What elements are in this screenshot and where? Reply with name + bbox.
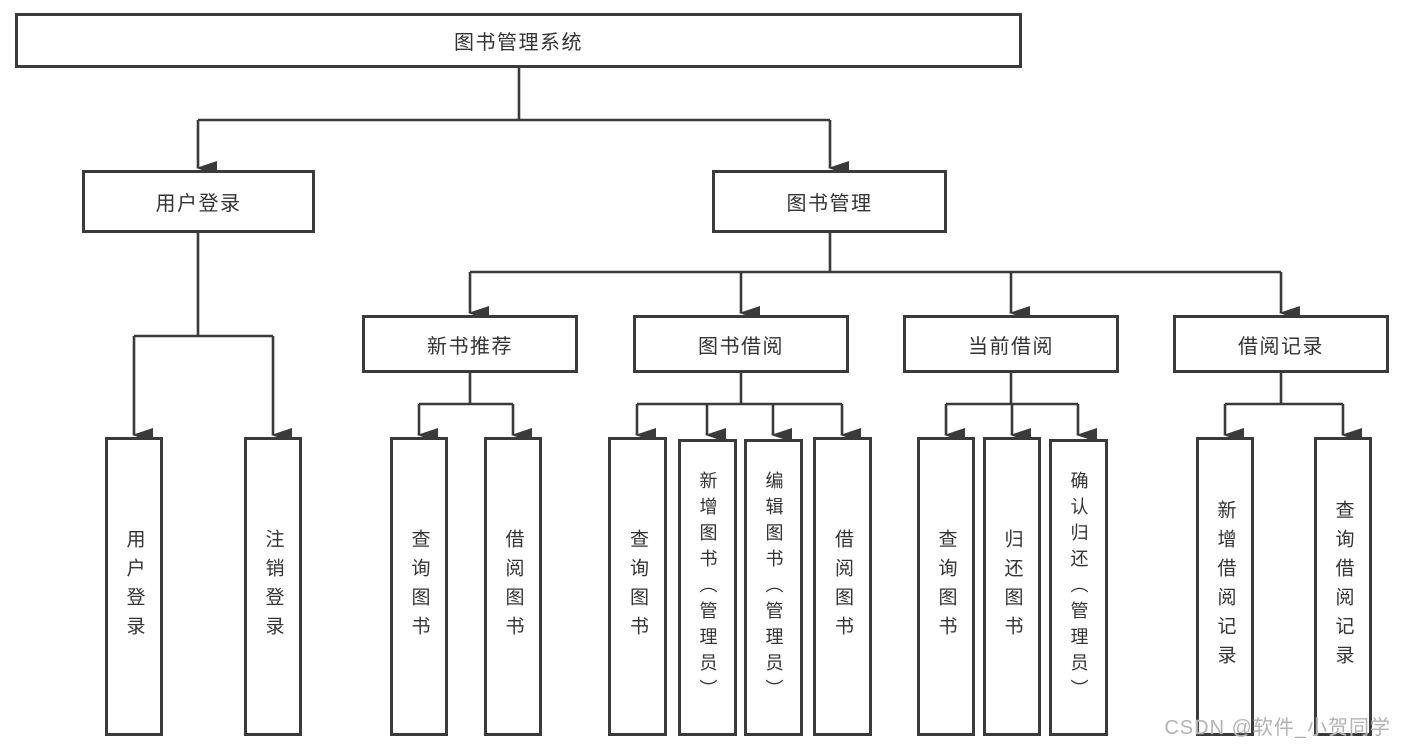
- node-label: 查询图书: [627, 528, 648, 645]
- node-label: 新书推荐: [427, 335, 513, 358]
- node-label: 归还图书: [1001, 528, 1023, 645]
- node-label: 当前借阅: [968, 335, 1054, 358]
- node-leaf-borrow-books-1: 借阅图书: [484, 437, 542, 736]
- node-label: 用户登录: [123, 528, 145, 645]
- node-label: 借阅图书: [832, 528, 853, 645]
- node-label: 图书借阅: [698, 335, 784, 358]
- connector-current-borrow-children: [944, 373, 1097, 442]
- node-label: 图书管理: [786, 193, 873, 215]
- node-label: 借阅记录: [1238, 335, 1324, 358]
- connector-book-borrow-children: [635, 373, 861, 442]
- connector-root-to-level2: [196, 68, 849, 175]
- node-book-management: 图书管理: [712, 170, 947, 233]
- node-label: 新增借阅记录: [1214, 499, 1236, 674]
- node-leaf-edit-books-admin: 编辑图书（管理员）: [744, 439, 803, 736]
- node-label: 注销登录: [262, 528, 284, 645]
- node-borrow-records: 借阅记录: [1173, 315, 1389, 373]
- node-label: 新增图书（管理员）: [697, 470, 718, 705]
- node-label: 编辑图书（管理员）: [763, 470, 784, 705]
- connector-borrow-records-children: [1223, 373, 1362, 442]
- node-label: 确认归还（管理员）: [1068, 470, 1089, 705]
- node-leaf-add-borrow-record: 新增借阅记录: [1196, 437, 1254, 736]
- node-leaf-confirm-return-admin: 确认归还（管理员）: [1049, 439, 1108, 736]
- node-leaf-user-login: 用户登录: [105, 437, 163, 736]
- node-leaf-query-books-1: 查询图书: [390, 437, 448, 736]
- node-leaf-return-books: 归还图书: [983, 437, 1041, 736]
- node-user-login: 用户登录: [82, 170, 315, 233]
- node-library-management-system: 图书管理系统: [15, 13, 1022, 68]
- node-current-borrow: 当前借阅: [903, 315, 1119, 373]
- node-label: 用户登录: [155, 193, 242, 215]
- node-leaf-add-books-admin: 新增图书（管理员）: [678, 439, 737, 736]
- node-leaf-query-books-3: 查询图书: [917, 437, 975, 736]
- node-new-book-recommend: 新书推荐: [362, 315, 578, 373]
- node-label: 查询图书: [408, 528, 430, 645]
- node-book-borrow: 图书借阅: [633, 315, 849, 373]
- node-leaf-query-books-2: 查询图书: [608, 437, 667, 736]
- node-leaf-borrow-books-2: 借阅图书: [813, 437, 872, 736]
- node-leaf-logout: 注销登录: [244, 437, 302, 736]
- connector-user-login-children: [132, 233, 292, 442]
- node-label: 图书管理系统: [454, 32, 583, 54]
- connector-new-book-recommend-children: [417, 373, 532, 442]
- csdn-watermark: CSDN @软件_小贺同学: [1164, 717, 1391, 739]
- connector-book-management-children: [468, 233, 1300, 320]
- node-label: 查询图书: [935, 528, 957, 645]
- node-label: 借阅图书: [502, 528, 524, 645]
- node-leaf-query-borrow-record: 查询借阅记录: [1314, 437, 1372, 736]
- node-label: 查询借阅记录: [1332, 499, 1354, 674]
